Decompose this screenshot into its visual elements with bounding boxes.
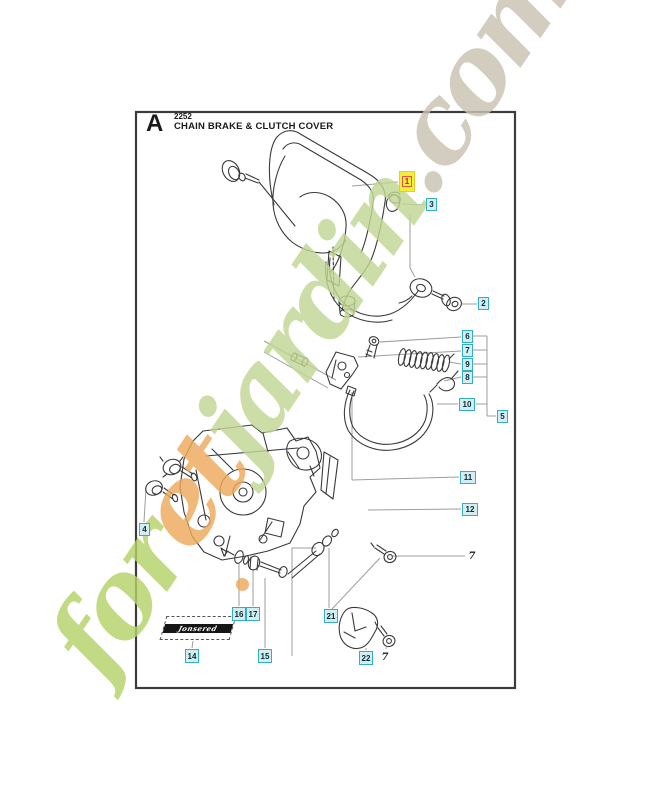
callout-part-7[interactable]: 7 <box>381 651 389 663</box>
plug-drawing <box>385 191 401 212</box>
adjuster-knobs-drawing <box>145 456 198 503</box>
callout-part-16[interactable]: 16 <box>232 607 246 621</box>
callout-part-7[interactable]: 7 <box>462 344 473 357</box>
callout-part-2[interactable]: 2 <box>478 297 489 310</box>
cover-boss-drawing <box>398 278 433 304</box>
bar-stud-drawing <box>220 528 339 579</box>
callout-part-11[interactable]: 11 <box>460 471 476 484</box>
clutch-cover-drawing <box>268 130 419 323</box>
callout-part-21[interactable]: 21 <box>324 609 338 623</box>
diagram-number: 2252 <box>174 112 192 121</box>
callout-part-6[interactable]: 6 <box>462 330 473 343</box>
chain-catcher-drawing <box>338 606 396 650</box>
callout-part-12[interactable]: 12 <box>462 503 478 516</box>
callout-part-4[interactable]: 4 <box>139 523 150 536</box>
callout-part-10[interactable]: 10 <box>459 398 475 411</box>
leader-lines <box>143 181 496 656</box>
tensioner-knob-drawing <box>221 160 296 227</box>
section-letter: A <box>146 110 164 137</box>
callout-part-8[interactable]: 8 <box>462 371 473 384</box>
callout-part-15[interactable]: 15 <box>258 649 272 663</box>
page-border <box>134 110 517 690</box>
cover-foot-drawing <box>338 295 356 318</box>
callout-part-22[interactable]: 22 <box>359 651 373 665</box>
callout-part-14[interactable]: 14 <box>185 649 199 663</box>
cover-bolt-drawing <box>370 542 397 564</box>
brake-lever-drawing <box>290 336 380 390</box>
cover-screw-drawing <box>431 290 462 312</box>
diagram-title: CHAIN BRAKE & CLUTCH COVER <box>174 121 334 132</box>
callout-part-9[interactable]: 9 <box>462 358 473 371</box>
callout-part-7[interactable]: 7 <box>468 550 476 562</box>
callout-part-17[interactable]: 17 <box>246 607 260 621</box>
brand-label: Jonsered <box>162 624 234 633</box>
brake-band-drawing <box>343 370 459 451</box>
callout-part-1[interactable]: 1 <box>399 171 415 192</box>
callout-part-5[interactable]: 5 <box>497 410 508 423</box>
brake-spring-drawing <box>397 348 455 373</box>
callout-part-3[interactable]: 3 <box>426 198 437 211</box>
brand-plate: Jonsered <box>159 616 237 640</box>
crankcase-drawing <box>179 424 339 561</box>
